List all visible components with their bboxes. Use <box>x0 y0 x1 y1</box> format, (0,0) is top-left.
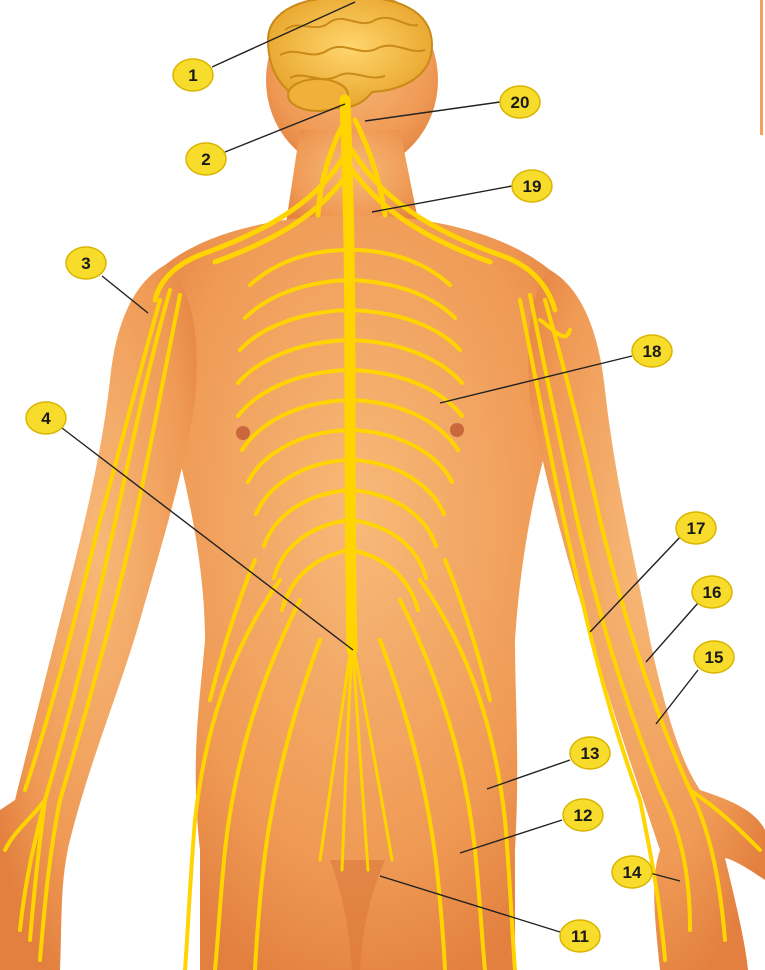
badge-3: 3 <box>65 246 107 280</box>
badge-label-1: 1 <box>188 66 197 85</box>
badge-17: 17 <box>675 511 717 545</box>
leader-line-16 <box>645 602 699 663</box>
badge-label-3: 3 <box>81 254 90 273</box>
badge-label-2: 2 <box>201 150 210 169</box>
leader-line-4 <box>61 427 354 651</box>
badge-16: 16 <box>691 575 733 609</box>
badge-label-4: 4 <box>41 409 51 428</box>
edge-strip <box>760 0 763 135</box>
left-arm-nerves <box>3 288 182 962</box>
left-arm <box>0 265 197 970</box>
intercostal-nerves-right <box>350 248 464 612</box>
number-badges: 1 2 20 19 3 18 4 17 <box>25 58 735 953</box>
left-nipple <box>236 426 250 440</box>
leader-line-19 <box>371 185 513 213</box>
badge-12: 12 <box>562 798 604 832</box>
right-arm <box>528 270 765 970</box>
cauda-equina <box>318 638 394 872</box>
leader-line-1 <box>211 1 356 68</box>
right-arm-nerves <box>518 293 762 962</box>
leader-line-12 <box>459 819 563 854</box>
badge-label-17: 17 <box>687 519 706 538</box>
leader-line-15 <box>655 669 699 725</box>
brain <box>266 0 434 112</box>
badge-19: 19 <box>511 169 553 203</box>
badge-13: 13 <box>569 736 611 770</box>
leader-line-13 <box>486 759 571 790</box>
crotch-shadow <box>330 860 385 970</box>
badge-label-14: 14 <box>623 863 642 882</box>
spinal-cord <box>339 94 358 656</box>
badge-label-19: 19 <box>523 177 542 196</box>
badge-label-18: 18 <box>643 342 662 361</box>
badge-label-11: 11 <box>571 927 589 946</box>
leader-line-11 <box>379 875 561 933</box>
badge-label-15: 15 <box>705 648 724 667</box>
badge-14: 14 <box>611 855 653 889</box>
brachial-plexus <box>152 117 558 313</box>
badge-18: 18 <box>631 334 673 368</box>
badge-15: 15 <box>693 640 735 674</box>
leader-line-14 <box>649 872 681 882</box>
leader-line-20 <box>364 101 501 122</box>
badge-1: 1 <box>172 58 214 92</box>
leader-line-3 <box>101 275 149 314</box>
leader-lines <box>61 1 699 933</box>
leg-nerves <box>183 558 517 970</box>
badge-20: 20 <box>499 85 541 119</box>
leader-line-2 <box>224 103 346 153</box>
intercostal-nerves-left <box>236 248 350 612</box>
nerve-network <box>3 94 762 970</box>
badge-label-12: 12 <box>574 806 593 825</box>
badge-label-13: 13 <box>581 744 600 763</box>
right-nipple <box>450 423 464 437</box>
badge-label-20: 20 <box>511 93 530 112</box>
badge-2: 2 <box>185 142 227 176</box>
badge-label-16: 16 <box>703 583 722 602</box>
badge-11: 11 <box>559 919 601 953</box>
leader-line-17 <box>589 534 683 633</box>
leader-line-18 <box>439 355 633 404</box>
torso <box>146 215 574 970</box>
badge-4: 4 <box>25 401 67 435</box>
